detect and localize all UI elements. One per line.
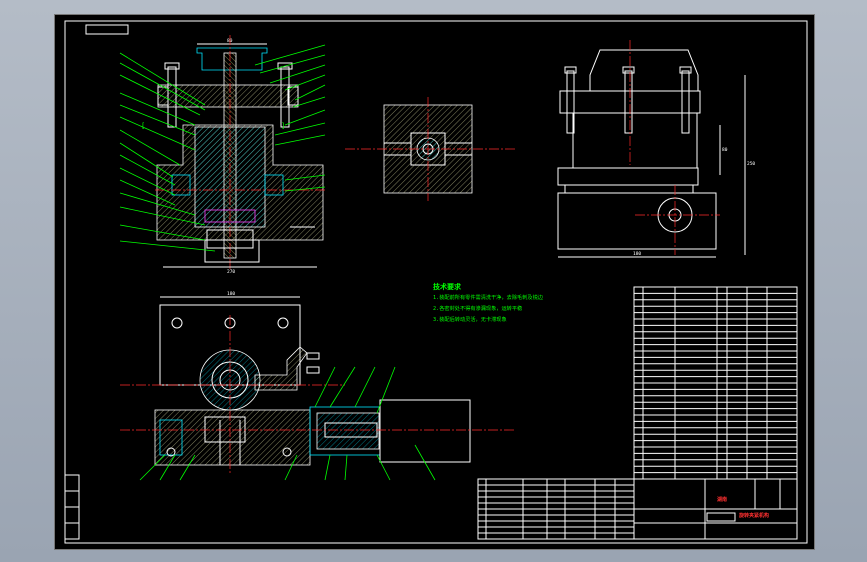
revision-block: [477, 478, 635, 540]
dim-side-height: 250: [747, 161, 755, 167]
notes-title: 技术要求: [433, 282, 462, 291]
note-item: 2.各密封处不得有渗漏现象，运转平稳: [433, 304, 522, 312]
corner-label-box: [85, 24, 129, 35]
svg-text:[: [: [141, 122, 145, 130]
section-detail-view[interactable]: [345, 97, 515, 201]
side-view[interactable]: 80 250 180: [557, 40, 755, 258]
drawing-sheet[interactable]: 80: [54, 14, 815, 550]
dim-side-inner: 80: [722, 147, 728, 153]
technical-notes: 技术要求 1.装配前所有零件需清洗干净，去除毛刺及锐边 2.各密封处不得有渗漏现…: [433, 282, 544, 323]
dim-side-width: 180: [633, 251, 641, 257]
front-section-view[interactable]: 80: [119, 35, 326, 275]
dim-plan-width: 180: [227, 291, 235, 297]
outer-border: [64, 20, 808, 544]
title-block: 湖南 旋转夹紧机构: [633, 478, 798, 540]
parts-list: [633, 286, 798, 480]
svg-text:]: ]: [281, 122, 285, 130]
drawing-canvas[interactable]: 80: [55, 15, 814, 549]
dim-bottom-width: 270: [227, 269, 235, 275]
school-name: 湖南: [717, 496, 727, 503]
drawing-name: 旋转夹紧机构: [738, 512, 769, 519]
note-item: 3.装配后转动灵活，无卡滞现象: [433, 315, 507, 323]
note-item: 1.装配前所有零件需清洗干净，去除毛刺及锐边: [433, 293, 544, 301]
side-stamp: [64, 474, 80, 540]
plan-view[interactable]: 180: [120, 291, 515, 481]
